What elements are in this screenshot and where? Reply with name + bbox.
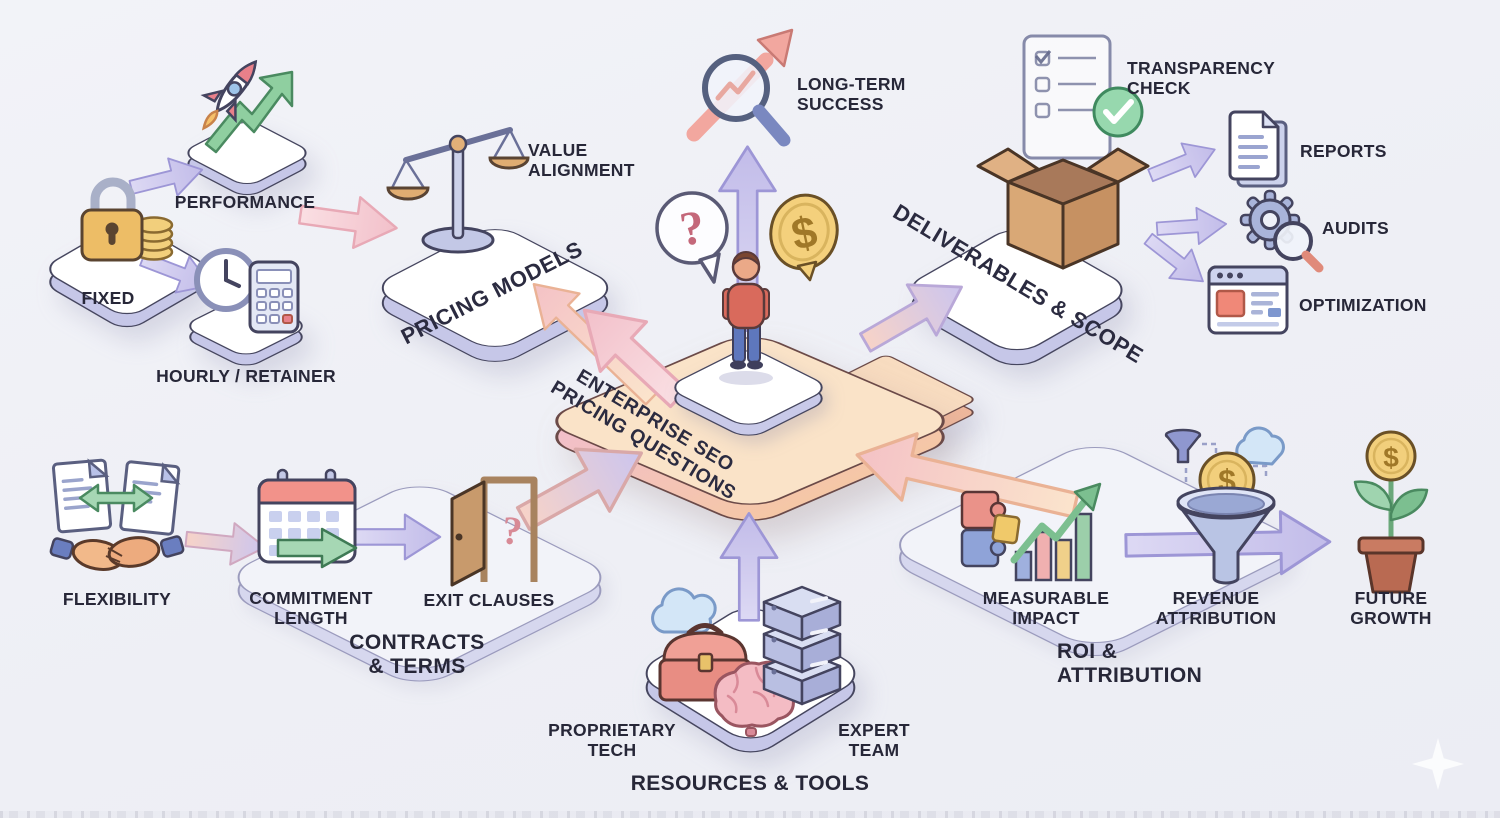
balance-scale-icon (386, 106, 530, 258)
cloud-icon (646, 584, 720, 640)
label-reports: REPORTS (1300, 141, 1387, 161)
arrow-roi-to-center (855, 432, 1080, 519)
label-value-alignment: VALUE ALIGNMENT (528, 140, 635, 180)
arrow-fixed-to-performance (128, 157, 204, 197)
label-long-term-success: LONG-TERM SUCCESS (797, 74, 906, 114)
label-revenue-attribution: REVENUE ATTRIBUTION (1155, 588, 1277, 628)
gear-magnifier-icon (1236, 188, 1326, 274)
calendar-arrow-icon (254, 468, 364, 576)
magnifier-trend-icon (678, 24, 818, 156)
arrow-flexibility-to-commitment (184, 522, 266, 566)
arrow-resources-to-center (719, 512, 779, 622)
question-bubble-icon: ? (650, 186, 740, 288)
bottom-artifact-strip (0, 811, 1500, 818)
person-icon (714, 246, 778, 388)
label-proprietary-tech: PROPRIETARY TECH (548, 720, 676, 760)
label-fixed: FIXED (81, 288, 135, 308)
open-door-icon: ? (444, 468, 540, 588)
server-stack-icon (752, 582, 852, 706)
svg-text:?: ? (500, 507, 525, 554)
label-commitment-length: COMMITMENT LENGTH (249, 588, 373, 628)
clock-calculator-icon (190, 236, 308, 340)
label-audits: AUDITS (1322, 218, 1389, 238)
dollar-coin-icon: $ (760, 190, 848, 282)
browser-window-icon (1206, 264, 1290, 338)
arrow-box-to-reports (1147, 142, 1216, 183)
sparkle-watermark-icon (1412, 738, 1464, 790)
label-exit-clauses: EXIT CLAUSES (423, 590, 555, 610)
lock-coins-icon (62, 158, 180, 268)
funnel-coin-icon: $ (1150, 422, 1305, 594)
document-icon (1222, 108, 1296, 194)
arrow-box-to-audits (1155, 206, 1228, 245)
open-box-icon (966, 30, 1171, 280)
arrow-box-to-optimization (1143, 232, 1204, 283)
label-future-growth: FUTURE GROWTH (1350, 588, 1432, 628)
arrow-performance-to-pricing (298, 196, 398, 249)
branch-title-resources-tools: RESOURCES & TOOLS (630, 772, 870, 795)
checklist-check-icon (1022, 34, 1144, 160)
label-optimization: OPTIMIZATION (1299, 295, 1427, 315)
label-transparency-check: TRANSPARENCY CHECK (1127, 58, 1276, 98)
label-expert-team: EXPERT TEAM (838, 720, 910, 760)
arrow-center-to-deliverables (859, 283, 963, 353)
handshake-documents-icon (46, 452, 188, 586)
branch-title-roi-attribution: ROI & ATTRIBUTION (1057, 640, 1203, 687)
arrow-fixed-to-hourly (139, 252, 212, 294)
label-measurable-impact: MEASURABLE IMPACT (982, 588, 1110, 628)
label-hourly-retainer: HOURLY / RETAINER (156, 366, 336, 386)
label-flexibility: FLEXIBILITY (62, 589, 172, 609)
label-performance: PERFORMANCE (174, 192, 316, 212)
potted-plant-icon: $ (1344, 430, 1439, 598)
arrow-commitment-to-exit (353, 513, 442, 561)
arrow-contracts-to-center (515, 447, 643, 531)
rocket-growth-icon (188, 48, 308, 162)
branch-title-contracts-terms: CONTRACTS & TERMS (349, 631, 485, 678)
puzzle-chart-icon (956, 472, 1114, 596)
svg-text:$: $ (1383, 442, 1399, 473)
